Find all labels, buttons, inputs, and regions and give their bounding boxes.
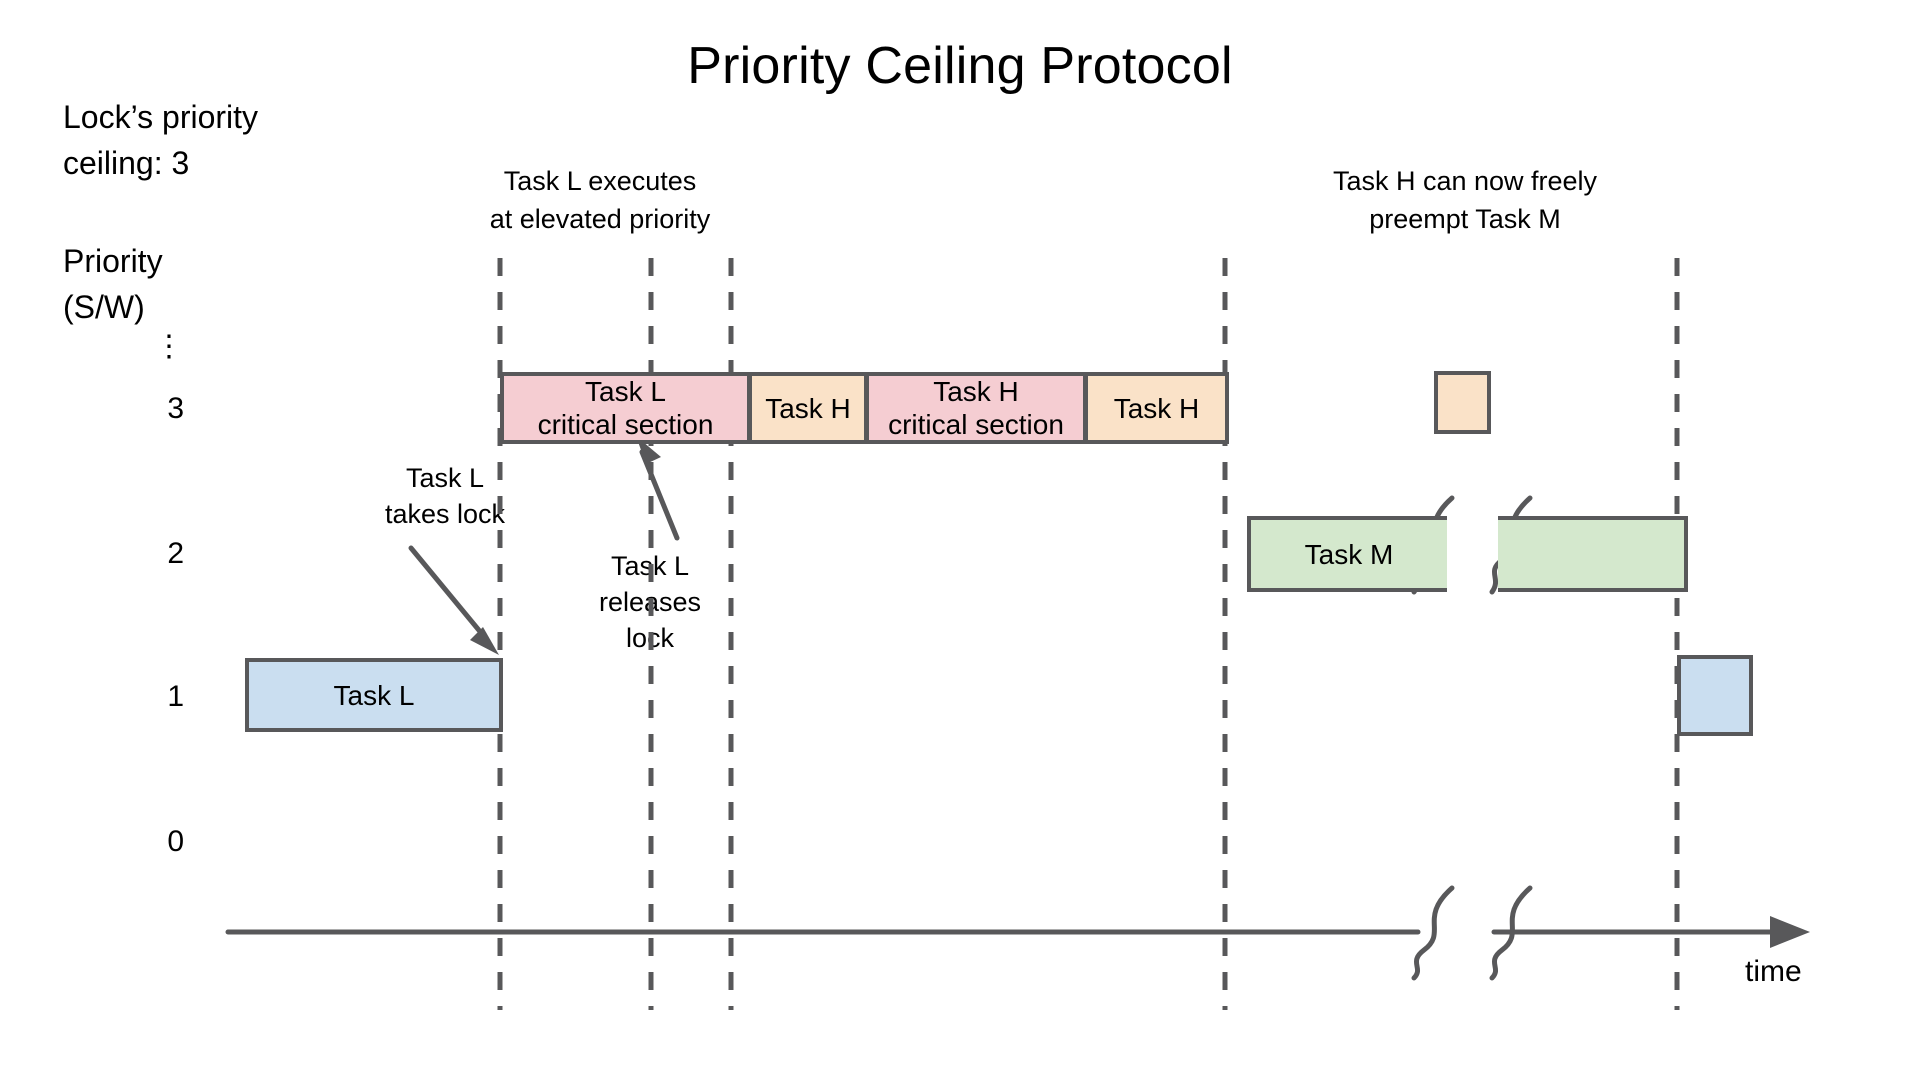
block-task-l-resume[interactable]: [1677, 655, 1753, 736]
note-task-l-elevated: Task L executes at elevated priority: [489, 166, 711, 234]
block-task-m[interactable]: Task M: [1247, 516, 1447, 592]
y-tick-ellipsis: ⋮: [154, 330, 184, 363]
page-title: Priority Ceiling Protocol: [687, 37, 1233, 95]
x-axis-label: time: [1745, 955, 1802, 988]
block-task-l[interactable]: Task L: [245, 658, 503, 732]
axis-break-squiggle-right: [1489, 885, 1533, 981]
block-task-h-1[interactable]: Task H: [748, 372, 868, 444]
block-task-h-preempt[interactable]: [1434, 371, 1491, 434]
block-task-h-2[interactable]: Task H: [1084, 372, 1229, 444]
block-task-h-critical-section[interactable]: Task H critical section: [865, 372, 1087, 444]
y-tick-3: 3: [167, 392, 184, 425]
arrow-takes-lock-shaft: [408, 545, 490, 643]
arrow-releases-lock-shaft: [639, 449, 680, 541]
callout-task-l-takes-lock: Task L takes lock: [384, 463, 506, 529]
lock-priority-ceiling-note: Lock’s priority ceiling: 3: [63, 99, 259, 181]
block-task-l-critical-section[interactable]: Task L critical section: [500, 372, 751, 444]
time-axis-arrowhead: [1770, 916, 1810, 948]
callout-task-l-releases-lock: Task L releases lock: [598, 551, 702, 653]
block-task-m-continued[interactable]: [1498, 516, 1688, 592]
y-axis-label: Priority (S/W): [63, 243, 163, 325]
note-task-h-preempt: Task H can now freely preempt Task M: [1332, 166, 1598, 234]
y-tick-2: 2: [167, 537, 184, 570]
y-tick-0: 0: [167, 825, 184, 858]
axis-break-squiggle-left: [1411, 885, 1455, 981]
y-tick-1: 1: [167, 680, 184, 713]
arrow-takes-lock-head: [470, 627, 499, 655]
